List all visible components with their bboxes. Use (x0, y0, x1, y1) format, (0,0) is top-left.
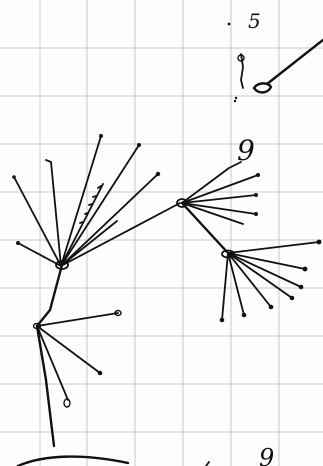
leaf-dot-2 (137, 143, 141, 147)
sub-leaf-7 (220, 318, 225, 323)
top-right-fragment: 5 (228, 9, 323, 102)
right-leaf-2 (254, 193, 258, 197)
sub-branch-3 (228, 253, 301, 287)
right-tree-cluster (177, 162, 321, 322)
sub-leaf-3 (299, 285, 304, 290)
sub-leaf-5 (269, 305, 274, 310)
small-vertical-mark (241, 54, 243, 88)
sub-leaf-4 (290, 296, 295, 301)
leaf-dot-4 (16, 241, 20, 245)
tiny-dot-2 (234, 100, 236, 102)
lower-leaf-3 (64, 399, 70, 407)
bottom-tick (206, 462, 209, 466)
sub-leaf-2 (303, 267, 308, 272)
top-right-stroke (267, 40, 323, 84)
lower-branch-1 (37, 313, 118, 326)
sub-leaf-6 (242, 313, 247, 318)
tiny-dot-1 (235, 97, 237, 99)
left-branch-6 (61, 203, 180, 266)
top-mark-text: 5 (248, 9, 261, 33)
bottom-fragment: 9 (18, 444, 274, 466)
bottom-mark-text: 9 (259, 444, 274, 466)
leaf-dot-1 (99, 134, 103, 138)
right-branch-3 (182, 203, 256, 214)
left-trunk (37, 265, 62, 326)
right-leaf-1 (256, 173, 260, 177)
right-leaf-3 (254, 212, 258, 216)
bottom-curve (18, 457, 128, 466)
left-branch-8 (61, 221, 117, 266)
sub-branch-7 (222, 253, 228, 320)
left-branch-4 (61, 145, 139, 266)
top-dot (228, 23, 231, 26)
left-tree-cluster (12, 134, 180, 446)
sub-branch-1 (228, 242, 319, 253)
top-right-loop (254, 83, 271, 92)
sub-leaf-1 (317, 240, 322, 245)
leaf-dot-5 (12, 175, 16, 179)
lower-leaf-2 (98, 371, 103, 376)
leaf-dot-3 (156, 172, 160, 176)
